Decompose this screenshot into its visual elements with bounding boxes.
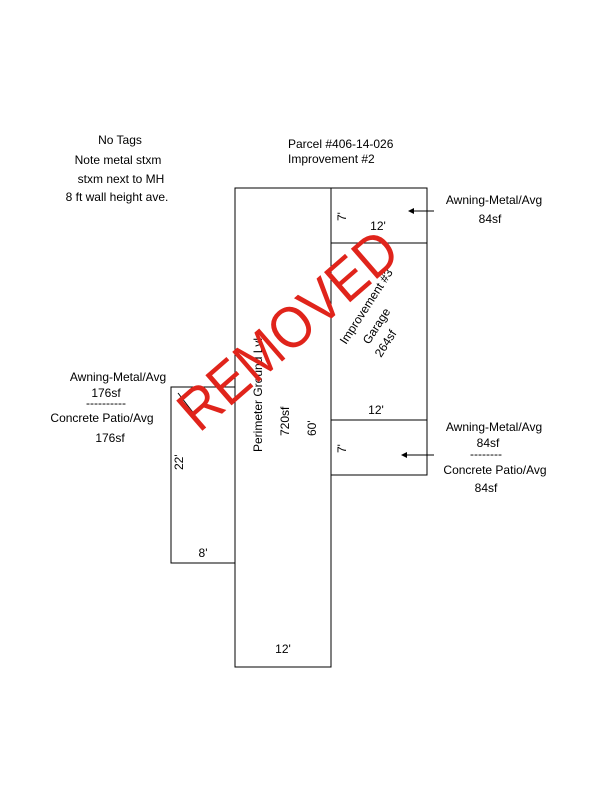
left-awning-label: Awning-Metal/Avg: [70, 370, 166, 384]
left-patio-area: 176sf: [95, 431, 125, 445]
bottom-awning-outline: [330, 419, 428, 476]
main-structure-width: 12': [275, 642, 291, 656]
left-patio-width: 8': [199, 546, 208, 560]
bottom-awning-depth: 7': [335, 444, 349, 453]
bottom-patio-label: Concrete Patio/Avg: [443, 463, 546, 477]
note-metal-stxm: Note metal stxm: [75, 153, 162, 167]
bottom-awning-width: 12': [368, 403, 384, 417]
main-structure-area: 720sf: [278, 406, 292, 436]
left-patio-arrow: [177, 392, 196, 416]
top-awning-arrowhead: [408, 208, 414, 214]
note-no-tags: No Tags: [98, 133, 142, 147]
bottom-awning-arrowhead: [401, 452, 407, 458]
note-stxm-mh: stxm next to MH: [78, 172, 165, 186]
left-patio-depth: 22': [172, 454, 186, 470]
left-patio-label: Concrete Patio/Avg: [50, 411, 153, 425]
top-awning-width: 12': [370, 219, 386, 233]
parcel-number: Parcel #406-14-026: [288, 137, 394, 151]
main-structure-label: Perimeter Ground Lvl: [251, 338, 265, 452]
top-awning-depth: 7': [335, 212, 349, 221]
main-structure-depth: 60': [305, 420, 319, 436]
bottom-awning-area: 84sf: [477, 436, 500, 450]
top-awning-label: Awning-Metal/Avg: [446, 193, 542, 207]
left-patio-divider: ----------: [86, 396, 126, 410]
left-patio-outline: [170, 386, 236, 564]
bottom-awning-label: Awning-Metal/Avg: [446, 420, 542, 434]
left-awning-area: 176sf: [91, 386, 121, 400]
note-wall-height: 8 ft wall height ave.: [66, 190, 169, 204]
top-awning-area: 84sf: [479, 212, 502, 226]
bottom-awning-divider: --------: [470, 447, 502, 461]
bottom-patio-area: 84sf: [475, 481, 498, 495]
improvement-number: Improvement #2: [288, 152, 375, 166]
